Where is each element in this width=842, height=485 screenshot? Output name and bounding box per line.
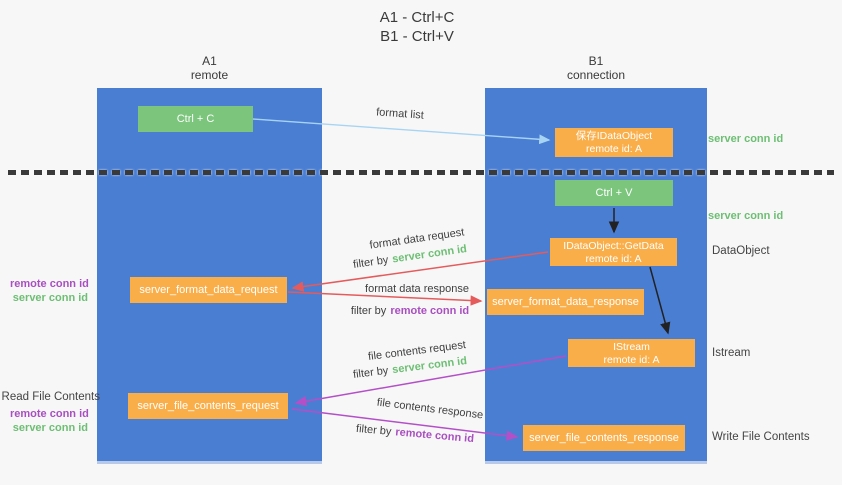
side-label-dataobject: DataObject <box>712 245 770 257</box>
diagram-title: A1 - Ctrl+C B1 - Ctrl+V <box>317 8 517 46</box>
side-label-server-conn-id-mid: server conn id <box>708 210 784 222</box>
side-label-write-file-contents: Write File Contents <box>712 431 810 443</box>
box-istream-line2: remote id: A <box>603 354 660 366</box>
column-b1-subtitle: connection <box>566 68 626 82</box>
box-ctrl-v: Ctrl + V <box>555 180 673 206</box>
filter-by-text: filter by <box>355 422 392 438</box>
label-format-list: format list <box>375 106 425 122</box>
server-conn-id-label: server conn id <box>12 421 88 434</box>
box-idataobject-getdata: IDataObject::GetData remote id: A <box>550 238 677 266</box>
title-line-1: A1 - Ctrl+C <box>379 9 455 26</box>
filter-by-text: filter by <box>350 305 387 317</box>
box-istream-line1: IStream <box>613 341 650 353</box>
dashed-divider-line <box>8 170 834 175</box>
label-file-contents-response: file contents response <box>376 396 484 422</box>
remote-conn-id-label: remote conn id <box>10 278 89 290</box>
box-save-idataobject-line2: remote id: A <box>585 143 643 155</box>
box-ctrl-c: Ctrl + C <box>138 106 253 132</box>
box-server-format-data-response: server_format_data_response <box>487 289 644 315</box>
side-label-read-file-contents: Read File Contents <box>1 391 100 403</box>
column-header-a1: A1 remote <box>97 54 322 82</box>
box-server-file-contents-response: server_file_contents_response <box>523 425 685 451</box>
label-format-data-response: format data response <box>365 283 469 295</box>
server-conn-id-label: server conn id <box>12 291 88 304</box>
box-getdata-line2: remote id: A <box>585 253 642 265</box>
box-save-idataobject: 保存IDataObject remote id: A <box>555 128 673 157</box>
side-label-server-conn-id-top: server conn id <box>708 133 784 145</box>
remote-conn-id-label: remote conn id <box>10 408 89 420</box>
box-save-idataobject-line1: 保存IDataObject <box>575 130 653 142</box>
side-label-conn-ids-bottom: remote conn id server conn id <box>10 408 89 435</box>
side-label-conn-ids-top: remote conn id server conn id <box>10 278 89 305</box>
box-getdata-line1: IDataObject::GetData <box>563 240 664 252</box>
column-a1-subtitle: remote <box>190 68 229 82</box>
remote-conn-id-text: remote conn id <box>394 426 475 446</box>
column-header-b1: B1 connection <box>485 54 707 82</box>
box-server-file-contents-request: server_file_contents_request <box>128 393 288 419</box>
box-istream: IStream remote id: A <box>568 339 695 367</box>
filter-by-text: filter by <box>352 364 390 381</box>
filter-by-text: filter by <box>352 254 390 271</box>
side-label-istream: Istream <box>712 347 751 359</box>
box-server-format-data-request: server_format_data_request <box>130 277 287 303</box>
column-a1-name: A1 <box>202 54 217 68</box>
column-b1-name: B1 <box>588 54 604 68</box>
title-line-2: B1 - Ctrl+V <box>380 28 454 45</box>
remote-conn-id-text: remote conn id <box>390 305 470 317</box>
